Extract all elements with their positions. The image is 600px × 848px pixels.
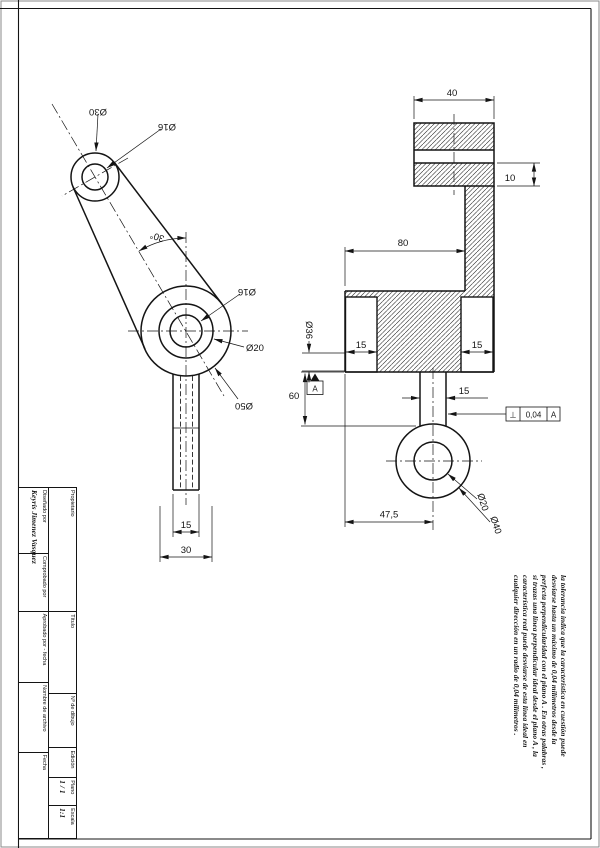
fecha-label: Fecha xyxy=(41,754,47,770)
escala-label: Escala xyxy=(69,808,75,825)
comprobado-label: Comprobado por xyxy=(41,556,47,598)
dim-dia30-label: Ø30 xyxy=(89,106,107,117)
tb-cell-archivo: Nombre de archivo xyxy=(19,683,48,753)
tangent-left xyxy=(72,186,146,350)
tb-cell-propietario: Propietario xyxy=(49,488,76,613)
front-view: 30° Ø30 Ø16 Ø16 Ø20 Ø50 15 30 xyxy=(51,103,264,562)
plano-label: Plano xyxy=(69,780,75,795)
datum-frame xyxy=(306,380,324,395)
tb-cell-num-dibujo: Nº de dibujo xyxy=(49,693,76,749)
dim-15-left-label: 15 xyxy=(356,340,367,351)
dim-dia16-label: Ø16 xyxy=(238,286,256,297)
tangent-right xyxy=(113,161,223,305)
tolerance-symbol: ⊥ xyxy=(510,411,517,420)
archivo-label: Nombre de archivo xyxy=(41,685,47,732)
tb-cell-aprobado: Aprobado por - fecha xyxy=(19,611,48,684)
propietario-label: Propietario xyxy=(69,490,75,517)
dim-80-label: 80 xyxy=(398,238,409,249)
dim-60-label: 60 xyxy=(289,391,300,402)
tb-cell-fecha: Fecha xyxy=(19,753,48,838)
big-boss-outer xyxy=(140,285,232,377)
dim-40-label: 40 xyxy=(447,88,458,99)
right-bore xyxy=(460,296,494,373)
axis-centerline xyxy=(51,103,225,397)
small-boss-centerline xyxy=(61,157,129,197)
tb-cell-disenado: Diseñado por Keyris Jimenez Vasquez xyxy=(19,488,48,564)
tolerance-note: la tolerancia indica que la característi… xyxy=(512,575,568,769)
dim-30-label: 30 xyxy=(181,545,192,556)
section-view: 40 10 80 15 15 Ø36 60 xyxy=(289,88,561,535)
num-dibujo-label: Nº de dibujo xyxy=(69,695,75,726)
dim-dia50-label: Ø50 xyxy=(235,400,253,411)
datum-label: A xyxy=(312,385,318,394)
aprobado-label: Aprobado por - fecha xyxy=(41,613,47,666)
tb-cell-escala: Escala 1:1 xyxy=(49,806,76,838)
edicion-label: Edición xyxy=(69,750,75,769)
dim-dia36-label: Ø36 xyxy=(303,321,314,339)
big-boss-counterbore xyxy=(158,303,214,359)
datum-triangle xyxy=(310,373,320,381)
tb-cell-comprobado: Comprobado por xyxy=(19,554,48,612)
dim-dia40-label: Ø40 xyxy=(487,515,503,535)
small-boss-hole xyxy=(81,163,109,191)
dim-15-right-label: 15 xyxy=(472,340,483,351)
escala-value: 1:1 xyxy=(57,808,67,819)
tolerance-datum: A xyxy=(551,411,557,420)
tb-cell-edicion: Edición xyxy=(49,748,76,779)
left-bore xyxy=(344,296,378,373)
tb-cell-titulo: Título xyxy=(49,612,76,694)
title-block: Propietario Título Nº de dibujo Edición … xyxy=(18,487,77,839)
disenado-label: Diseñado por xyxy=(41,490,47,523)
dim-angle-label: 30° xyxy=(149,229,166,244)
disenado-value: Keyris Jimenez Vasquez xyxy=(29,490,39,564)
tolerance-value: 0,04 xyxy=(526,411,542,420)
dim-10-label: 10 xyxy=(505,173,516,184)
titulo-label: Título xyxy=(69,614,75,629)
small-boss-outer xyxy=(70,152,120,202)
tb-cell-plano: Plano 1 / 1 xyxy=(49,778,76,807)
plano-value: 1 / 1 xyxy=(57,780,67,794)
dim-15-label: 15 xyxy=(181,520,192,531)
dim-dia16-top-label: Ø16 xyxy=(158,121,176,132)
dim-dia20-label: Ø20 xyxy=(246,343,264,354)
big-boss-hole xyxy=(169,314,203,348)
dim-dia20-label: Ø20 xyxy=(474,492,490,512)
dim-15-stem-label: 15 xyxy=(459,386,470,397)
tolerance-frame xyxy=(505,406,561,422)
dim-475-label: 47,5 xyxy=(380,510,399,521)
